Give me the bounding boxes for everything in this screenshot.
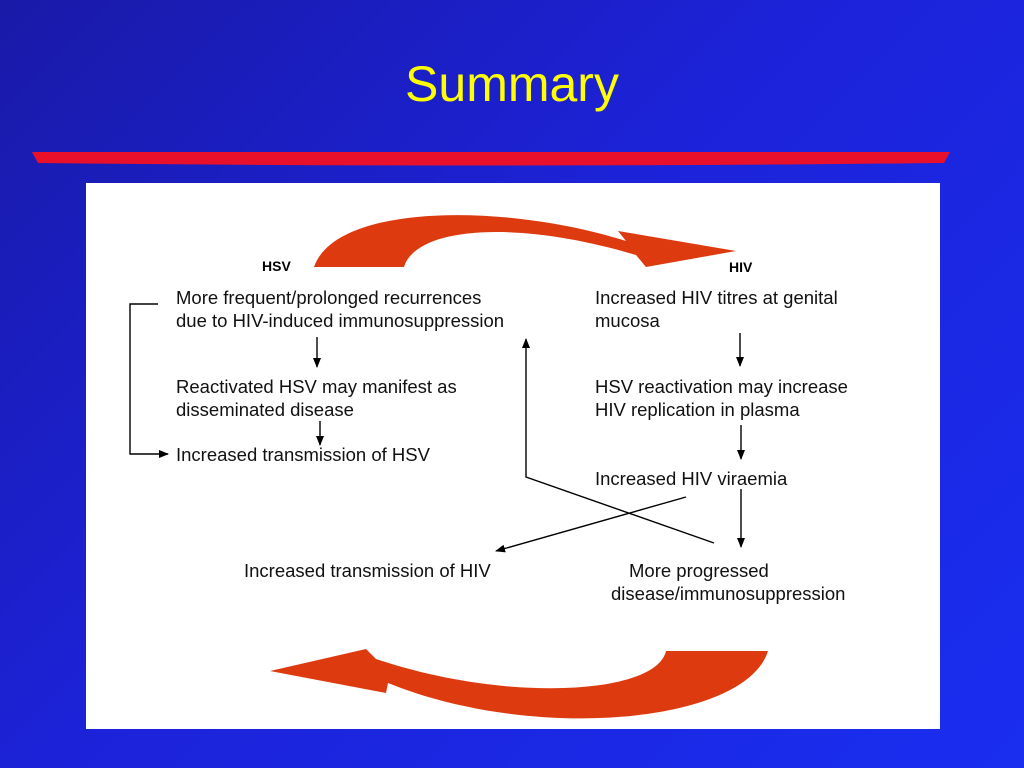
- node-hsv-recurrences-line1: More frequent/prolonged recurrences: [176, 287, 482, 308]
- viraemia-to-hiv-transmission-line: [495, 496, 687, 553]
- node-hsv-reactivated: Reactivated HSV may manifest as dissemin…: [176, 375, 457, 421]
- node-hsv-recurrences-line2: due to HIV-induced immunosuppression: [176, 310, 505, 331]
- node-hsv-transmission: Increased transmission of HSV: [176, 444, 430, 465]
- node-progressed-disease-line1: More progressed: [629, 560, 769, 581]
- diagram-graphics: [129, 215, 768, 719]
- diagram-panel: HSV HIV More frequent/prolonged recurren…: [86, 183, 940, 729]
- node-hsv-reactivated-line1: Reactivated HSV may manifest as: [176, 376, 457, 397]
- node-hiv-titres-line1: Increased HIV titres at genital: [595, 287, 838, 308]
- node-hsv-recurrences: More frequent/prolonged recurrences due …: [176, 286, 504, 332]
- node-hiv-transmission: Increased transmission of HIV: [244, 560, 491, 581]
- node-hsv-reactivation-hiv-line2: HIV replication in plasma: [595, 399, 800, 420]
- node-progressed-disease-line2: disease/immunosuppression: [611, 583, 846, 604]
- node-hsv-reactivated-line2: disseminated disease: [176, 399, 354, 420]
- node-hiv-titres: Increased HIV titres at genital mucosa: [595, 286, 838, 332]
- node-hiv-viraemia: Increased HIV viraemia: [595, 468, 788, 489]
- top-cycle-arrow-icon: [314, 215, 736, 267]
- node-hsv-reactivation-hiv: HSV reactivation may increase HIV replic…: [595, 375, 848, 421]
- title-underline-bar: [32, 152, 950, 166]
- progressed-to-recurrences-line: [522, 338, 715, 544]
- bottom-cycle-arrow-icon: [270, 649, 768, 719]
- slide-title: Summary: [405, 56, 619, 112]
- node-hiv-titres-line2: mucosa: [595, 310, 660, 331]
- node-progressed-disease: More progressed disease/immunosuppressio…: [611, 559, 845, 605]
- hiv-header: HIV: [729, 259, 753, 275]
- node-hsv-reactivation-hiv-line1: HSV reactivation may increase: [595, 376, 848, 397]
- left-feedback-line: [129, 303, 169, 458]
- hsv-header: HSV: [262, 258, 291, 274]
